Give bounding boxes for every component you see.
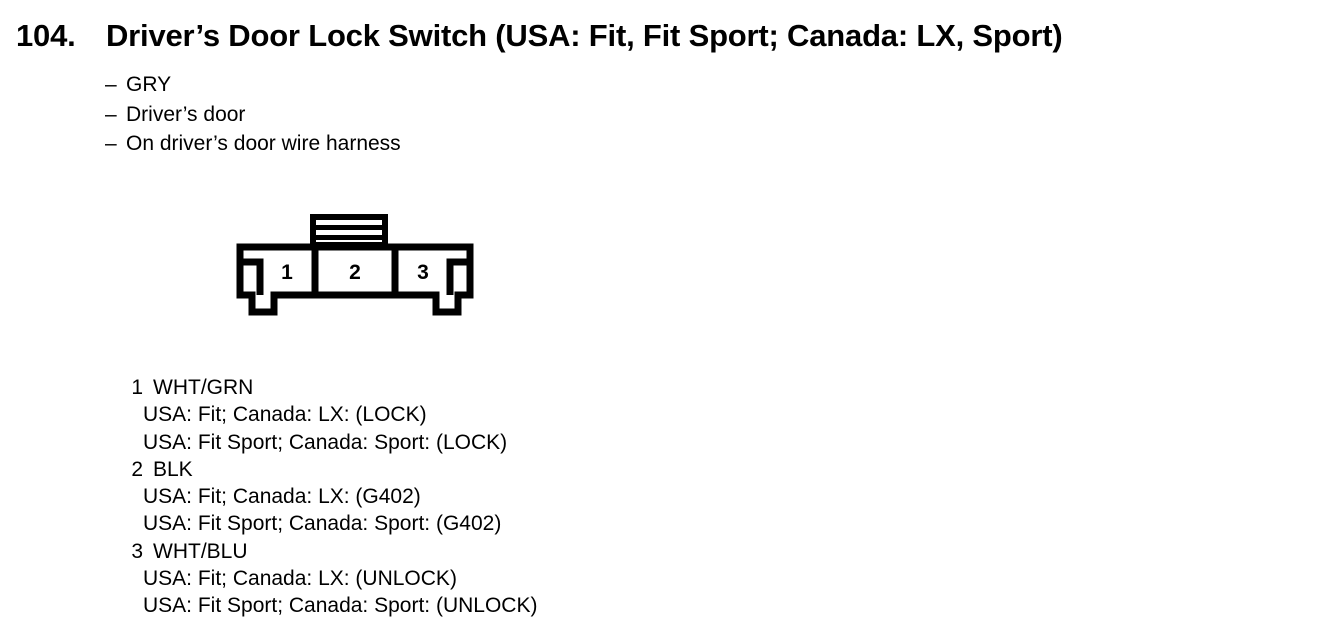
list-item-label: On driver’s door wire harness xyxy=(126,132,401,155)
connector-body-outline xyxy=(236,243,474,316)
pin-entry: 2 BLK USA: Fit; Canada: LX: (G402) USA: F… xyxy=(118,456,537,538)
pin-header: 2 BLK xyxy=(118,456,537,483)
connector-locking-tab xyxy=(310,214,388,248)
connector-diagram-svg: 1 2 3 xyxy=(236,214,474,316)
pin-assignment-list: 1 WHT/GRN USA: Fit; Canada: LX: (LOCK) US… xyxy=(118,374,537,620)
connector-attributes-list: –GRY –Driver’s door –On driver’s door wi… xyxy=(105,70,401,159)
pin-header: 3 WHT/BLU xyxy=(118,538,537,565)
pin-note: USA: Fit Sport; Canada: Sport: (G402) xyxy=(143,512,502,536)
pin-wire-color: WHT/GRN xyxy=(153,376,254,399)
cavity-number-2: 2 xyxy=(349,261,361,284)
pin-note: USA: Fit; Canada: LX: (UNLOCK) xyxy=(143,567,457,591)
pin-index: 1 xyxy=(131,376,143,399)
pin-index: 2 xyxy=(131,457,143,481)
list-item: –On driver’s door wire harness xyxy=(105,129,401,159)
list-item: –Driver’s door xyxy=(105,100,401,130)
pin-note: USA: Fit; Canada: LX: (LOCK) xyxy=(143,403,427,427)
pin-entry: 1 WHT/GRN USA: Fit; Canada: LX: (LOCK) US… xyxy=(118,374,537,456)
cavity-number-3: 3 xyxy=(417,261,429,284)
page-title: 104. Driver’s Door Lock Switch (USA: Fit,… xyxy=(16,18,1063,54)
dash-icon: – xyxy=(105,132,117,155)
pin-index: 3 xyxy=(131,539,143,563)
pin-note: USA: Fit Sport; Canada: Sport: (LOCK) xyxy=(143,430,508,454)
list-item-label: Driver’s door xyxy=(126,102,246,126)
connector-diagram: 1 2 3 xyxy=(230,210,480,322)
list-item: –GRY xyxy=(105,70,401,100)
page-title-text: Driver’s Door Lock Switch (USA: Fit, Fit… xyxy=(106,18,1063,53)
pin-wire-color: BLK xyxy=(153,457,193,481)
connector-cavity-dividers xyxy=(311,247,399,295)
list-item-label: GRY xyxy=(126,73,172,96)
page-title-number: 104. xyxy=(16,18,76,53)
pin-header: 1 WHT/GRN xyxy=(118,374,537,401)
pin-note: USA: Fit Sport; Canada: Sport: (UNLOCK) xyxy=(143,594,538,618)
dash-icon: – xyxy=(105,102,117,126)
cavity-number-1: 1 xyxy=(281,261,293,284)
dash-icon: – xyxy=(105,73,117,96)
pin-wire-color: WHT/BLU xyxy=(153,539,248,563)
pin-note: USA: Fit; Canada: LX: (G402) xyxy=(143,485,421,509)
